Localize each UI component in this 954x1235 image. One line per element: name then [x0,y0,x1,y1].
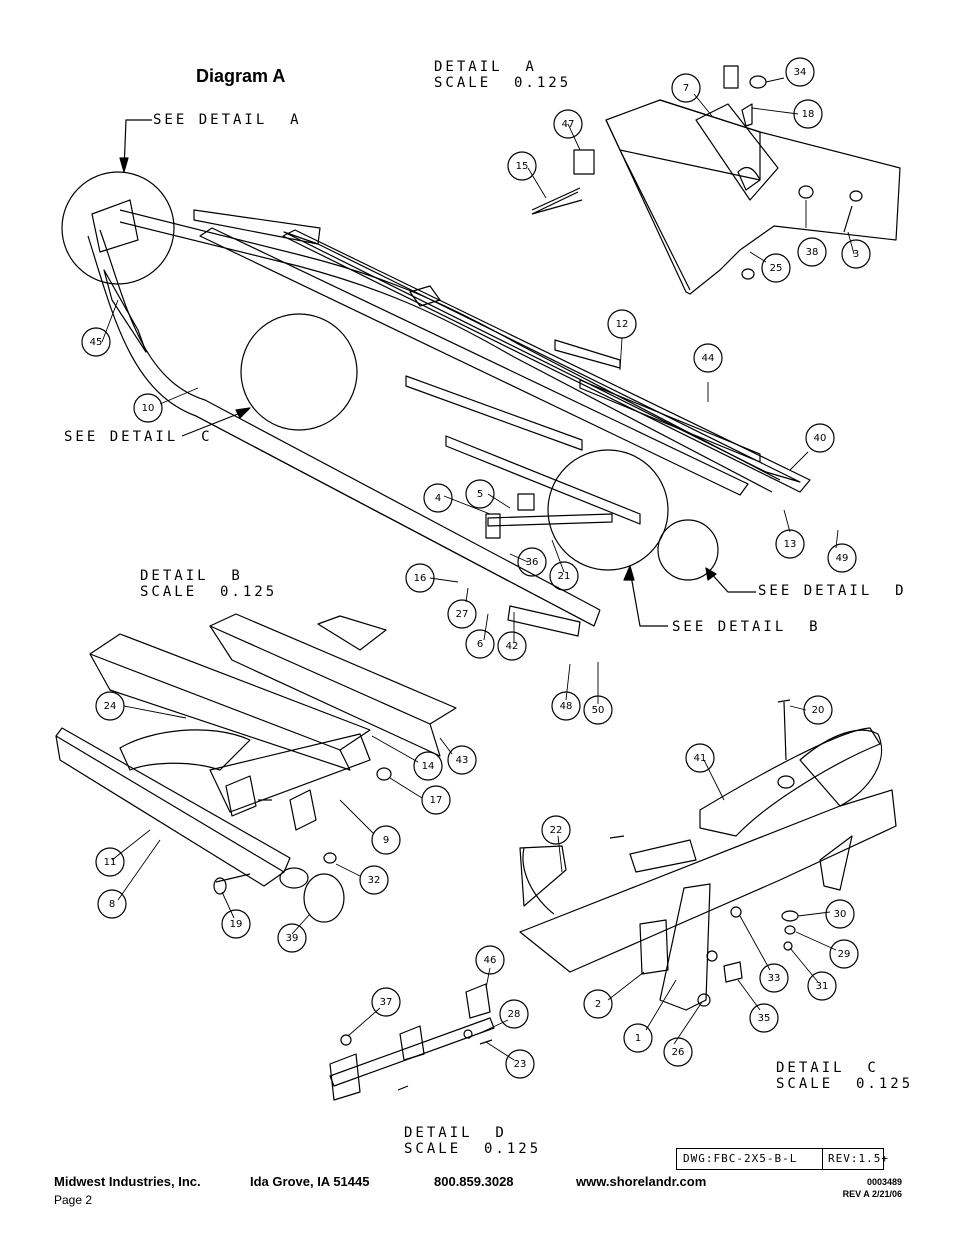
footer-website[interactable]: www.shorelandr.com [576,1174,707,1189]
main-trailer-frame [87,199,811,637]
part-42-label: 42 [506,641,519,652]
part-11-label: 11 [104,857,117,868]
detail-b-scale: SCALE 0.125 [140,584,278,600]
part-14-label: 14 [422,761,435,772]
detail-a-drawing [531,65,901,295]
part-47-label: 47 [562,119,575,130]
drawing-number-box: DWG:FBC-2X5-B-L REV:1.5+ [676,1148,888,1170]
detail-d-drawing [329,983,495,1101]
part-21-label: 21 [558,571,571,582]
part-48-label: 48 [560,701,573,712]
part-32-label: 32 [368,875,381,886]
footer-location: Ida Grove, IA 51445 [250,1174,370,1189]
see-detail-d-label: SEE DETAIL D [758,583,907,599]
part-39-label: 39 [286,933,299,944]
part-12-label: 12 [616,319,629,330]
part-26-label: 26 [672,1047,685,1058]
part-41-label: 41 [694,753,707,764]
part-10-label: 10 [142,403,155,414]
part-2-label: 2 [595,999,601,1010]
see-detail-c-label: SEE DETAIL C [64,429,213,445]
part-9-label: 9 [383,835,389,846]
part-1-label: 1 [635,1033,641,1044]
part-17-label: 17 [430,795,443,806]
part-46-label: 46 [484,955,497,966]
part-33-label: 33 [768,973,781,984]
detail-d-title: DETAIL D [404,1125,507,1141]
document-number-block: 0003489 REV A 2/21/06 [843,1176,902,1200]
detail-c-title: DETAIL C [776,1060,879,1076]
detail-a-circle [61,171,175,285]
detail-b-title: DETAIL B [140,568,243,584]
part-6-label: 6 [477,639,483,650]
see-detail-b-label: SEE DETAIL B [672,619,821,635]
drawing-number: DWG:FBC-2X5-B-L [683,1152,798,1165]
document-revision: REV A 2/21/06 [842,1189,902,1199]
part-25-label: 25 [770,263,783,274]
part-31-label: 31 [816,981,829,992]
part-43-label: 43 [456,755,469,766]
part-7-label: 7 [683,83,689,94]
see-detail-a-label: SEE DETAIL A [153,112,302,128]
detail-b-circle [547,449,669,571]
detail-c-circle [240,313,358,431]
footer-phone: 800.859.3028 [434,1174,514,1189]
part-balloons [81,57,871,1079]
part-29-label: 29 [838,949,851,960]
detail-b-drawing [55,613,457,923]
detail-d-scale: SCALE 0.125 [404,1141,542,1157]
part-44-label: 44 [702,353,715,364]
part-13-label: 13 [784,539,797,550]
part-15-label: 15 [516,161,529,172]
part-50-label: 50 [592,705,605,716]
part-22-label: 22 [550,825,563,836]
part-49-label: 49 [836,553,849,564]
part-4-label: 4 [435,493,441,504]
document-number: 0003489 [866,1177,902,1187]
part-35-label: 35 [758,1013,771,1024]
page-number: Page 2 [54,1193,93,1207]
leader-lines [101,77,855,1061]
part-40-label: 40 [814,433,827,444]
part-19-label: 19 [230,919,243,930]
part-23-label: 23 [514,1059,527,1070]
part-24-label: 24 [104,701,117,712]
part-16-label: 16 [414,573,427,584]
detail-a-scale: SCALE 0.125 [434,75,572,91]
detail-c-scale: SCALE 0.125 [776,1076,914,1092]
drawing-revision: REV:1.5+ [828,1152,889,1165]
part-3-label: 3 [853,249,859,260]
drawing-box-divider [822,1149,823,1169]
part-5-label: 5 [477,489,483,500]
part-18-label: 18 [802,109,815,120]
part-27-label: 27 [456,609,469,620]
footer-company: Midwest Industries, Inc. [54,1174,201,1189]
part-37-label: 37 [380,997,393,1008]
detail-c-drawing [519,699,897,1011]
part-34-label: 34 [794,67,807,78]
part-38-label: 38 [806,247,819,258]
part-45-label: 45 [90,337,103,348]
part-28-label: 28 [508,1009,521,1020]
part-numbers: 34 7 18 47 15 38 3 25 12 44 40 13 49 45 … [90,67,860,1070]
part-20-label: 20 [812,705,825,716]
detail-d-circle [657,519,719,581]
page-title: Diagram A [196,66,286,86]
part-8-label: 8 [109,899,115,910]
part-30-label: 30 [834,909,847,920]
part-36-label: 36 [526,557,539,568]
detail-a-title: DETAIL A [434,59,537,75]
